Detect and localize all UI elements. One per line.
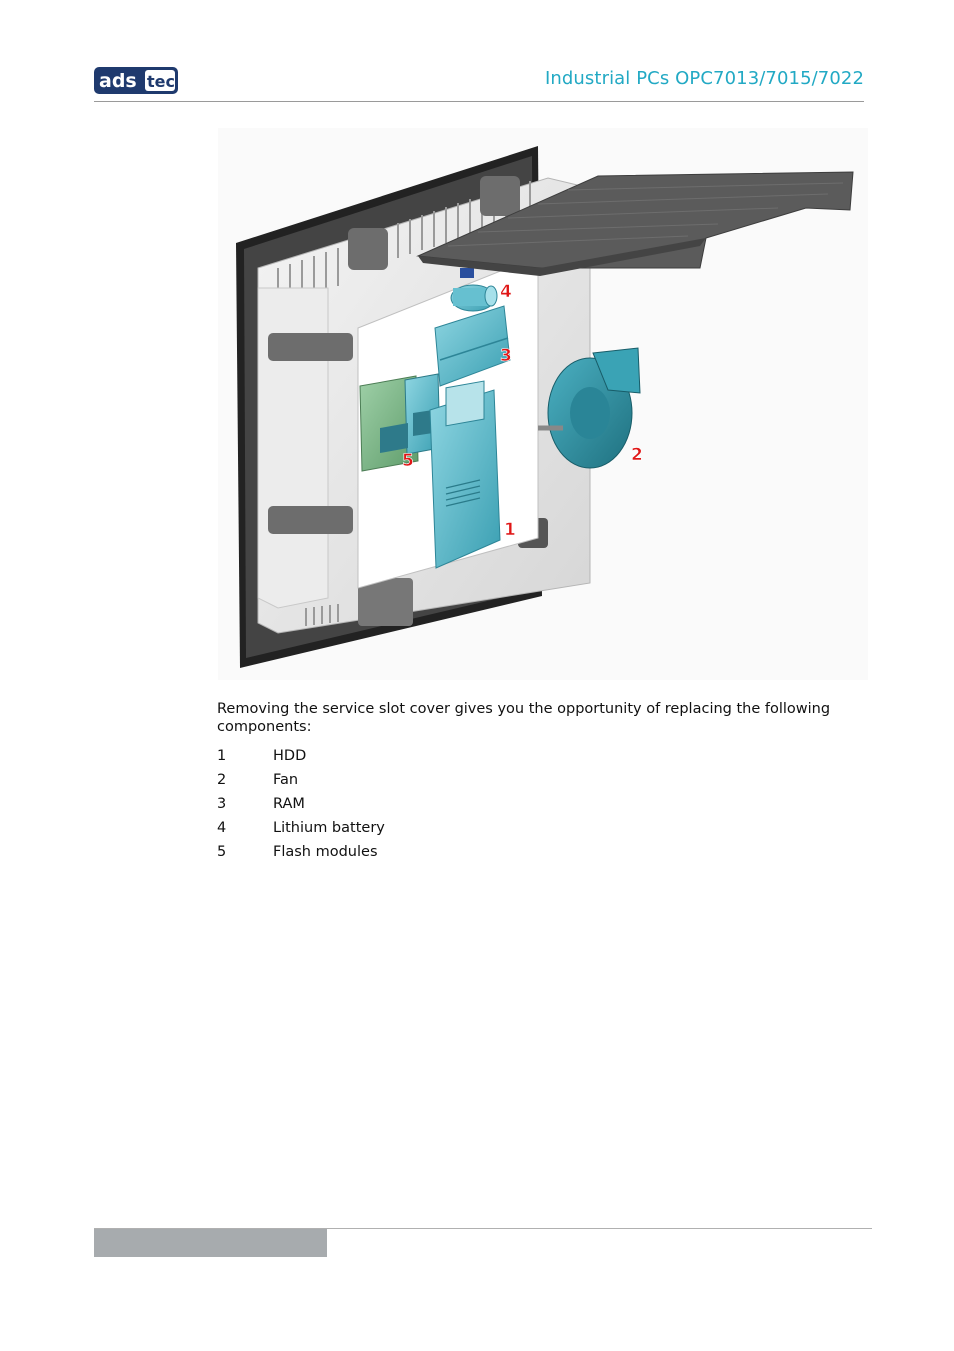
callout-5: 5 [402,451,414,471]
list-item: 4 Lithium battery [217,816,385,840]
item-number: 1 [217,748,227,764]
item-label: Fan [273,772,299,788]
service-slot-cover [416,171,854,276]
hard-disk-drive [429,380,501,569]
item-number: 3 [217,796,227,812]
component-list: 1 HDD 2 Fan 3 RAM 4 Lithium battery 5 Fl… [217,744,385,864]
list-item: 5 Flash modules [217,840,385,864]
document-title: Industrial PCs OPC7013/7015/7022 [544,68,864,89]
header-rule [94,101,864,102]
logo-text-ads: ads [99,70,137,92]
callout-2: 2 [631,445,643,465]
item-label: Lithium battery [273,820,385,836]
item-number: 4 [217,820,227,836]
footer-bar [94,1229,327,1257]
callout-3: 3 [500,346,512,366]
list-item: 3 RAM [217,792,385,816]
item-label: RAM [273,796,305,812]
flash-modules [359,373,441,472]
footer-rule [94,1228,872,1229]
fan [538,347,641,469]
item-number: 5 [217,844,227,860]
item-label: Flash modules [273,844,378,860]
logo-text-tec: tec [147,72,175,91]
list-item: 2 Fan [217,768,385,792]
callout-1: 1 [504,520,516,540]
item-label: HDD [273,748,307,764]
list-item: 1 HDD [217,744,385,768]
ram-module [434,305,511,387]
callout-4: 4 [500,282,512,302]
item-number: 2 [217,772,227,788]
product-illustration: 1 2 3 4 5 [218,128,868,680]
intro-paragraph: Removing the service slot cover gives yo… [217,701,831,735]
adstec-logo: ads tec [94,67,178,94]
lithium-battery [450,268,498,312]
